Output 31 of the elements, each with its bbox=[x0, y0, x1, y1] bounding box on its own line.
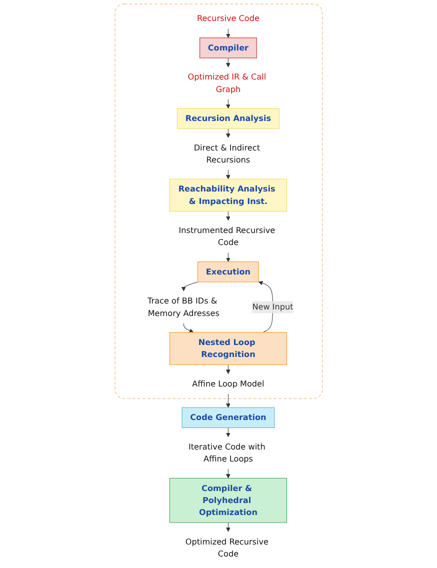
node-text: Recursive Code bbox=[196, 14, 260, 24]
arrow bbox=[181, 282, 198, 292]
arrow bbox=[226, 128, 230, 138]
node-text: Direct & Indirect Recursions bbox=[194, 142, 260, 164]
node-box: Code Generation bbox=[182, 407, 274, 428]
arrow bbox=[226, 58, 230, 68]
arrow bbox=[226, 428, 230, 438]
node-text: Trace of BB IDs & Memory Adresses bbox=[147, 296, 220, 318]
arrow bbox=[226, 170, 230, 180]
node-text: Instrumented Recursive Code bbox=[178, 225, 275, 248]
arrow bbox=[226, 522, 230, 532]
arrow bbox=[226, 252, 230, 262]
node-text: Affine Loop Model bbox=[192, 378, 264, 388]
node-text: Optimized IR & Call Graph bbox=[188, 72, 266, 94]
node-box: Reachability Analysis & Impacting Inst. bbox=[169, 178, 287, 212]
arrow bbox=[226, 468, 230, 478]
node-box: Recursion Analysis bbox=[176, 108, 280, 129]
node-box: Compiler & Polyhedral Optimization bbox=[169, 478, 287, 523]
node-box: Nested Loop Recognition bbox=[169, 332, 287, 365]
arrow bbox=[226, 99, 230, 109]
arrow bbox=[226, 211, 230, 221]
arrow bbox=[226, 364, 230, 374]
node-text: Optimized Recursive Code bbox=[185, 536, 268, 558]
arrow bbox=[226, 394, 230, 408]
arrow bbox=[226, 28, 230, 38]
node-text: Iterative Code with Affine Loops bbox=[188, 442, 266, 464]
node-box: Compiler bbox=[199, 38, 257, 58]
edge-label: New Input bbox=[252, 302, 294, 312]
cluster bbox=[114, 4, 323, 399]
arrow bbox=[183, 323, 194, 333]
node-box: Execution bbox=[197, 262, 259, 282]
